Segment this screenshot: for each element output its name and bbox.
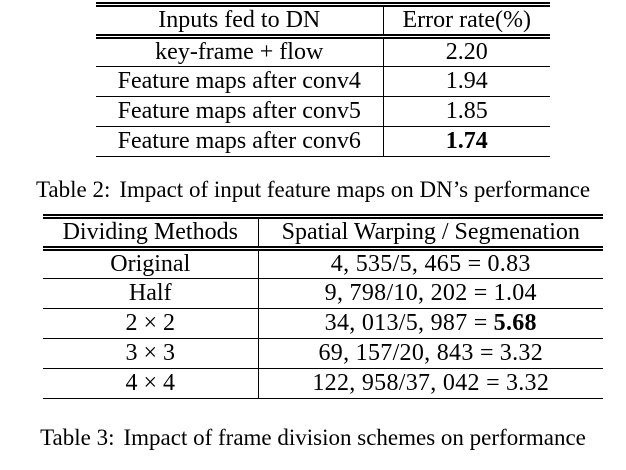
table-row: Original 4, 535/5, 465 =0.83 [43, 248, 603, 279]
ratio-result: 3.32 [505, 370, 550, 396]
ratio-result: 1.04 [493, 280, 537, 306]
cell-ratio-value: 34, 013/5, 987 =5.68 [258, 308, 603, 339]
cell-method-label: Half [43, 278, 259, 309]
table-row: Feature maps after conv4 1.94 [96, 66, 550, 97]
cell-method-label: 2 × 2 [43, 308, 259, 339]
table-row: Feature maps after conv6 1.74 [96, 126, 550, 157]
inputs-error-table: Inputs fed to DN Error rate(%) key-frame… [96, 2, 550, 157]
table-row: 2 × 2 34, 013/5, 987 =5.68 [43, 308, 603, 339]
cell-ratio-value: 4, 535/5, 465 =0.83 [258, 248, 603, 279]
ratio-expression: 69, 157/20, 843 = [318, 340, 494, 366]
cell-error-value: 1.74 [445, 128, 488, 154]
table-2-caption: Table 2: Impact of input feature maps on … [0, 176, 626, 204]
table-3-caption-text: Impact of frame division schemes on perf… [123, 425, 586, 450]
table-row: 3 × 3 69, 157/20, 843 =3.32 [43, 338, 603, 369]
table-row: 4 × 4 122, 958/37, 042 =3.32 [43, 368, 603, 399]
cell-error-value: 2.20 [383, 36, 550, 67]
column-header-spatial-warping: Spatial Warping / Segmenation [258, 216, 603, 251]
table-row: key-frame + flow 2.20 [96, 36, 550, 67]
table-header-row: Dividing Methods Spatial Warping / Segme… [43, 216, 603, 251]
table-row: Half 9, 798/10, 202 =1.04 [43, 278, 603, 309]
ratio-expression: 9, 798/10, 202 = [324, 280, 488, 306]
cell-input-label: Feature maps after conv6 [96, 126, 384, 157]
ratio-expression: 122, 958/37, 042 = [312, 370, 500, 396]
table-2-caption-text: Impact of input feature maps on DN’s per… [119, 177, 591, 202]
ratio-expression: 4, 535/5, 465 = [330, 251, 482, 277]
table-2-caption-label: Table 2: [35, 177, 111, 202]
cell-ratio-value: 122, 958/37, 042 =3.32 [258, 369, 603, 399]
cell-error-value: 1.94 [383, 66, 550, 97]
cell-input-label: key-frame + flow [96, 36, 384, 67]
table-header-row: Inputs fed to DN Error rate(%) [96, 4, 550, 39]
table-row: Feature maps after conv5 1.85 [96, 96, 550, 127]
table-3-caption: Table 3: Impact of frame division schemes… [0, 424, 626, 452]
cell-method-label: Original [43, 248, 259, 279]
cell-input-label: Feature maps after conv5 [96, 96, 384, 127]
ratio-result: 0.83 [487, 251, 531, 277]
ratio-result: 5.68 [493, 310, 537, 336]
ratio-expression: 34, 013/5, 987 = [324, 310, 488, 336]
column-header-error-rate: Error rate(%) [383, 4, 550, 39]
column-header-inputs: Inputs fed to DN [96, 4, 384, 39]
column-header-dividing-methods: Dividing Methods [43, 216, 259, 251]
table-3-caption-label: Table 3: [40, 425, 115, 450]
cell-input-label: Feature maps after conv4 [96, 66, 384, 97]
cell-method-label: 4 × 4 [43, 368, 259, 399]
ratio-result: 3.32 [499, 340, 543, 366]
cell-ratio-value: 69, 157/20, 843 =3.32 [258, 338, 603, 369]
cell-ratio-value: 9, 798/10, 202 =1.04 [258, 278, 603, 309]
dividing-methods-table: Dividing Methods Spatial Warping / Segme… [43, 214, 603, 399]
cell-error-value: 1.85 [383, 96, 550, 127]
cell-method-label: 3 × 3 [43, 338, 259, 369]
